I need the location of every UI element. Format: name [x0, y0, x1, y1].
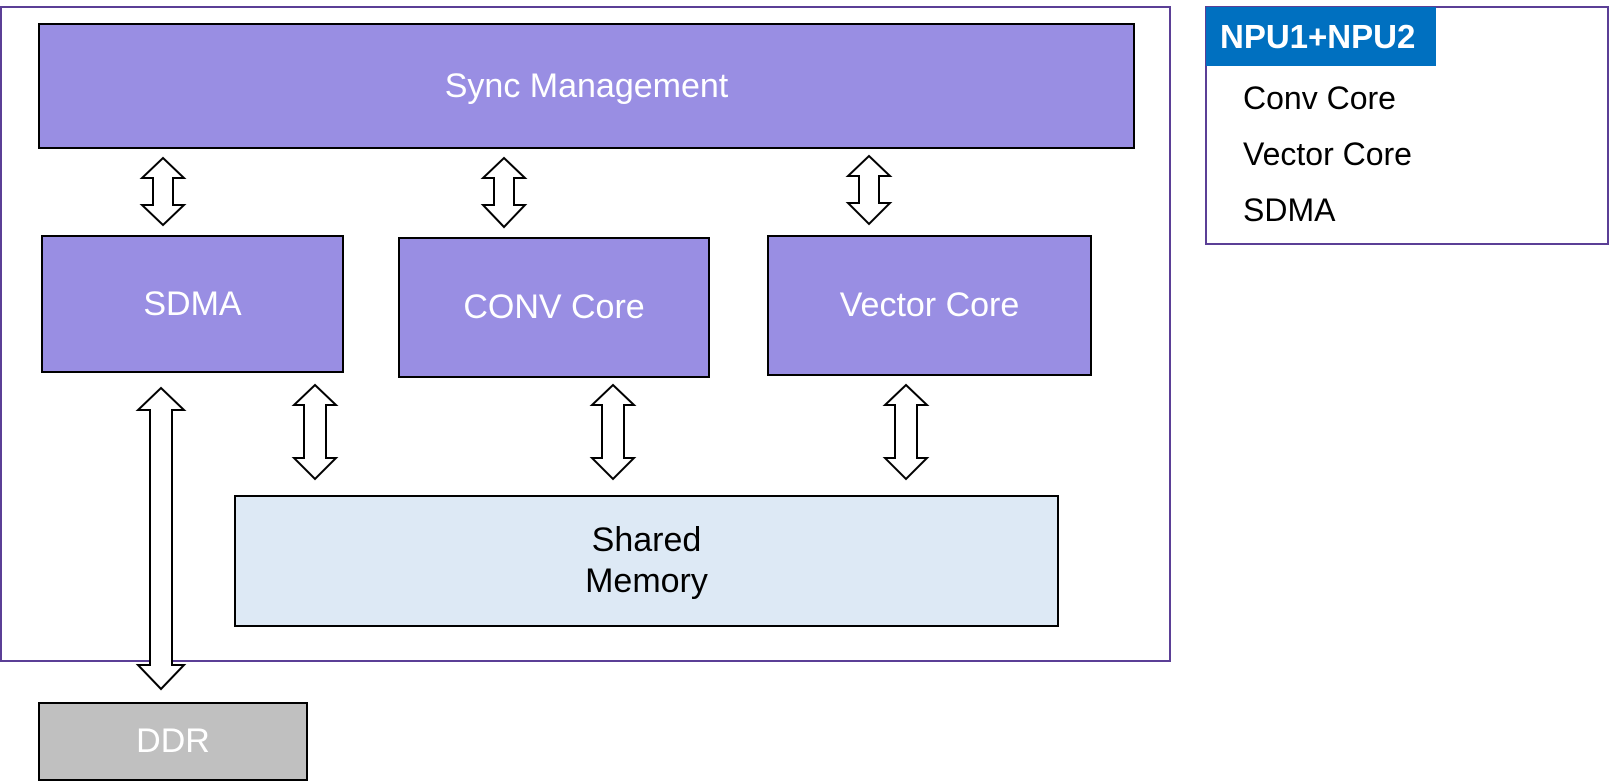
npu-outer-frame [0, 6, 1171, 662]
legend-item-sdma: SDMA [1243, 192, 1336, 228]
vector-core-block[interactable]: Vector Core [767, 235, 1092, 376]
shared-memory-block[interactable]: Shared Memory [234, 495, 1059, 627]
legend-list: Conv Core Vector Core SDMA [1243, 70, 1412, 238]
sync-management-block[interactable]: Sync Management [38, 23, 1135, 149]
legend-title: NPU1+NPU2 [1206, 7, 1436, 66]
ddr-block[interactable]: DDR [38, 702, 308, 781]
sdma-block[interactable]: SDMA [41, 235, 344, 373]
legend-item-conv-core: Conv Core [1243, 80, 1396, 116]
legend-item-vector-core: Vector Core [1243, 136, 1412, 172]
conv-core-block[interactable]: CONV Core [398, 237, 710, 378]
